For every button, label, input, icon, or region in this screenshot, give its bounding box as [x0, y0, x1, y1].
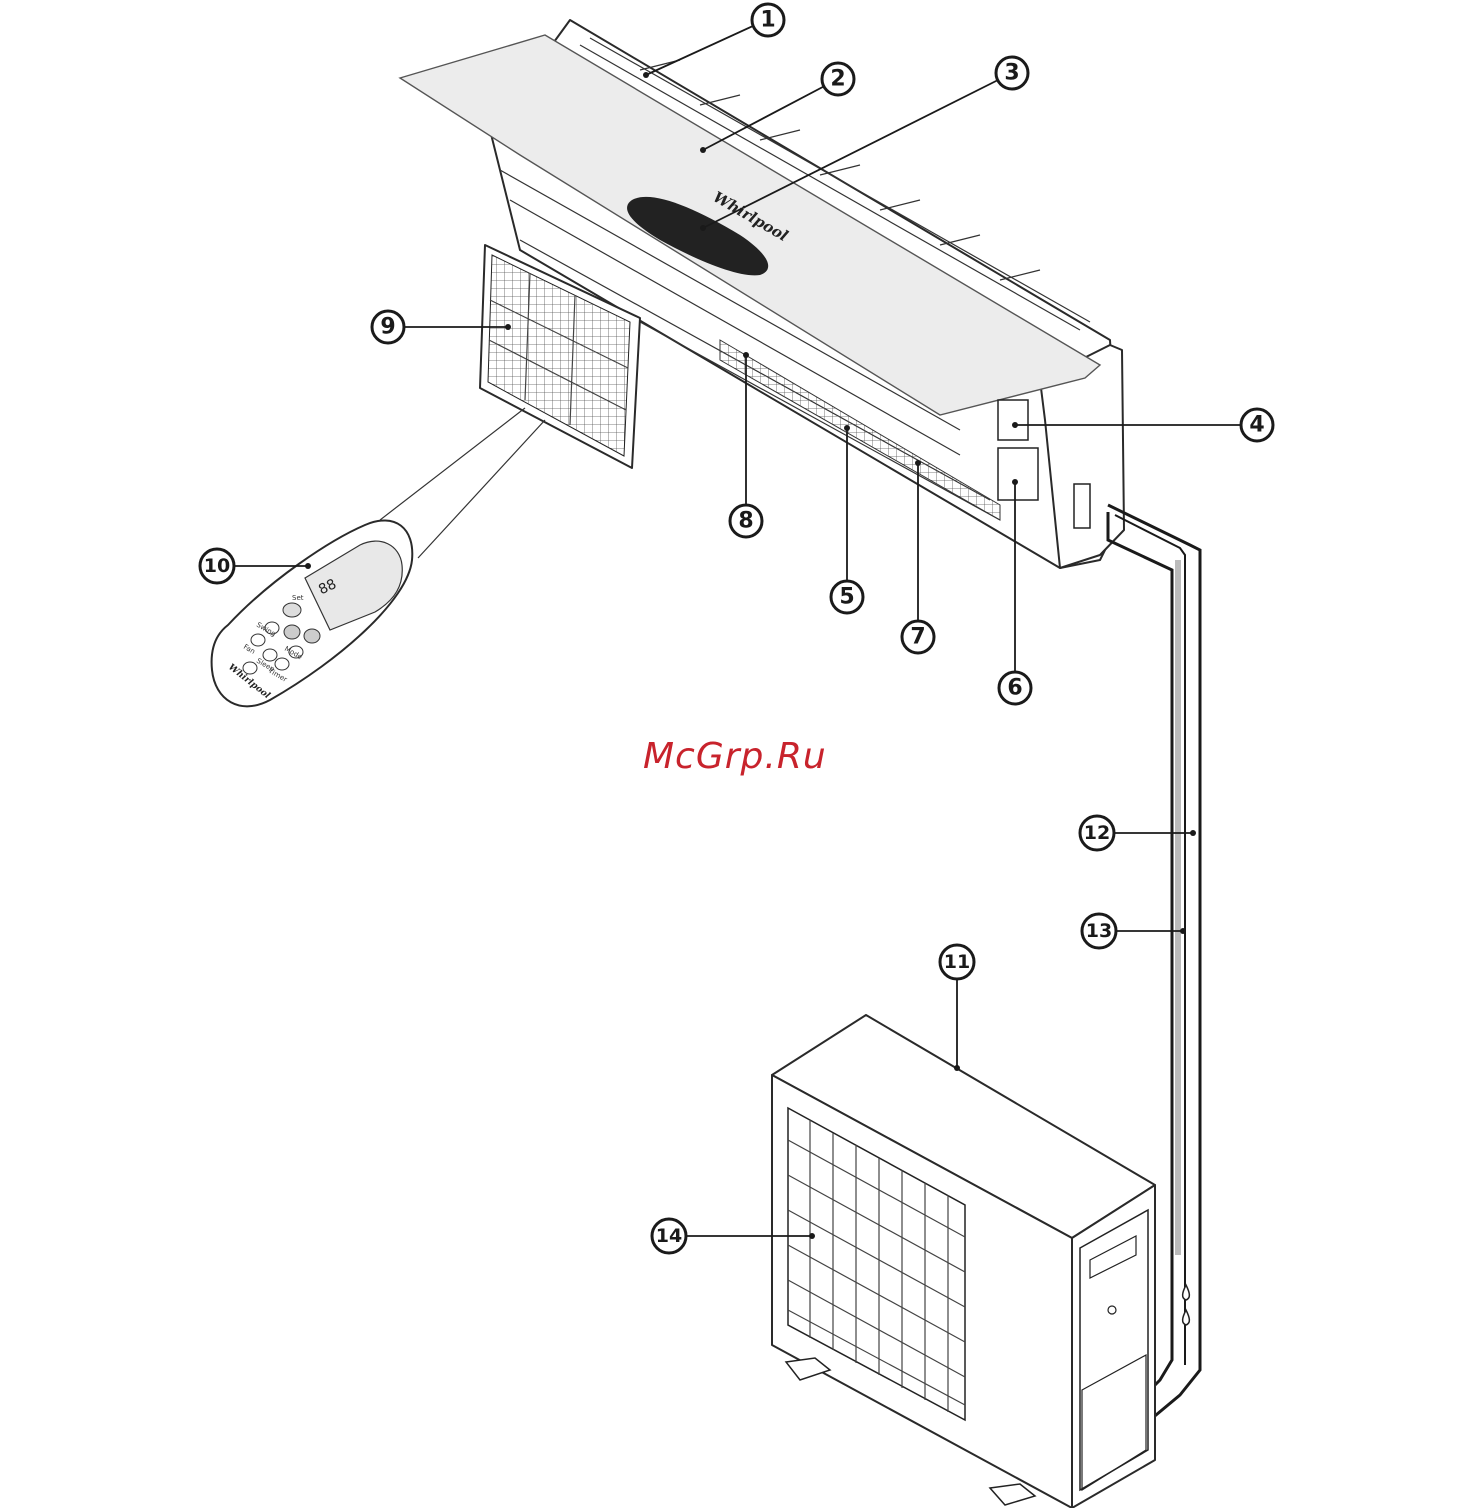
- svg-text:1: 1: [760, 8, 775, 33]
- callout-11: 11: [940, 945, 974, 1071]
- outdoor-unit: [772, 1015, 1155, 1508]
- svg-text:3: 3: [1004, 61, 1019, 86]
- svg-text:10: 10: [204, 555, 230, 577]
- svg-text:13: 13: [1086, 920, 1112, 942]
- svg-text:12: 12: [1084, 822, 1110, 844]
- svg-text:8: 8: [738, 509, 753, 534]
- svg-text:9: 9: [380, 315, 395, 340]
- svg-text:4: 4: [1249, 413, 1264, 438]
- drain-drop-icon: [1183, 1285, 1190, 1300]
- svg-text:14: 14: [656, 1225, 682, 1247]
- svg-text:7: 7: [910, 625, 925, 650]
- svg-text:2: 2: [830, 67, 845, 92]
- callout-2: 2: [700, 63, 854, 153]
- svg-text:6: 6: [1007, 676, 1022, 701]
- emergency-button-panel: [998, 400, 1028, 440]
- drain-drop-icon: [1183, 1310, 1190, 1325]
- svg-text:5: 5: [839, 585, 854, 610]
- svg-text:11: 11: [944, 951, 970, 973]
- callout-1: 1: [643, 4, 784, 78]
- callout-5: 5: [831, 425, 863, 613]
- remote-label-set: Set: [292, 594, 304, 602]
- watermark: McGrp.Ru: [643, 736, 827, 777]
- remote-control: 88 Set Swing Fan Sleep Mode Timer Whirlp…: [212, 520, 413, 706]
- receiver-panel: [998, 448, 1038, 500]
- callout-13: 13: [1082, 914, 1186, 948]
